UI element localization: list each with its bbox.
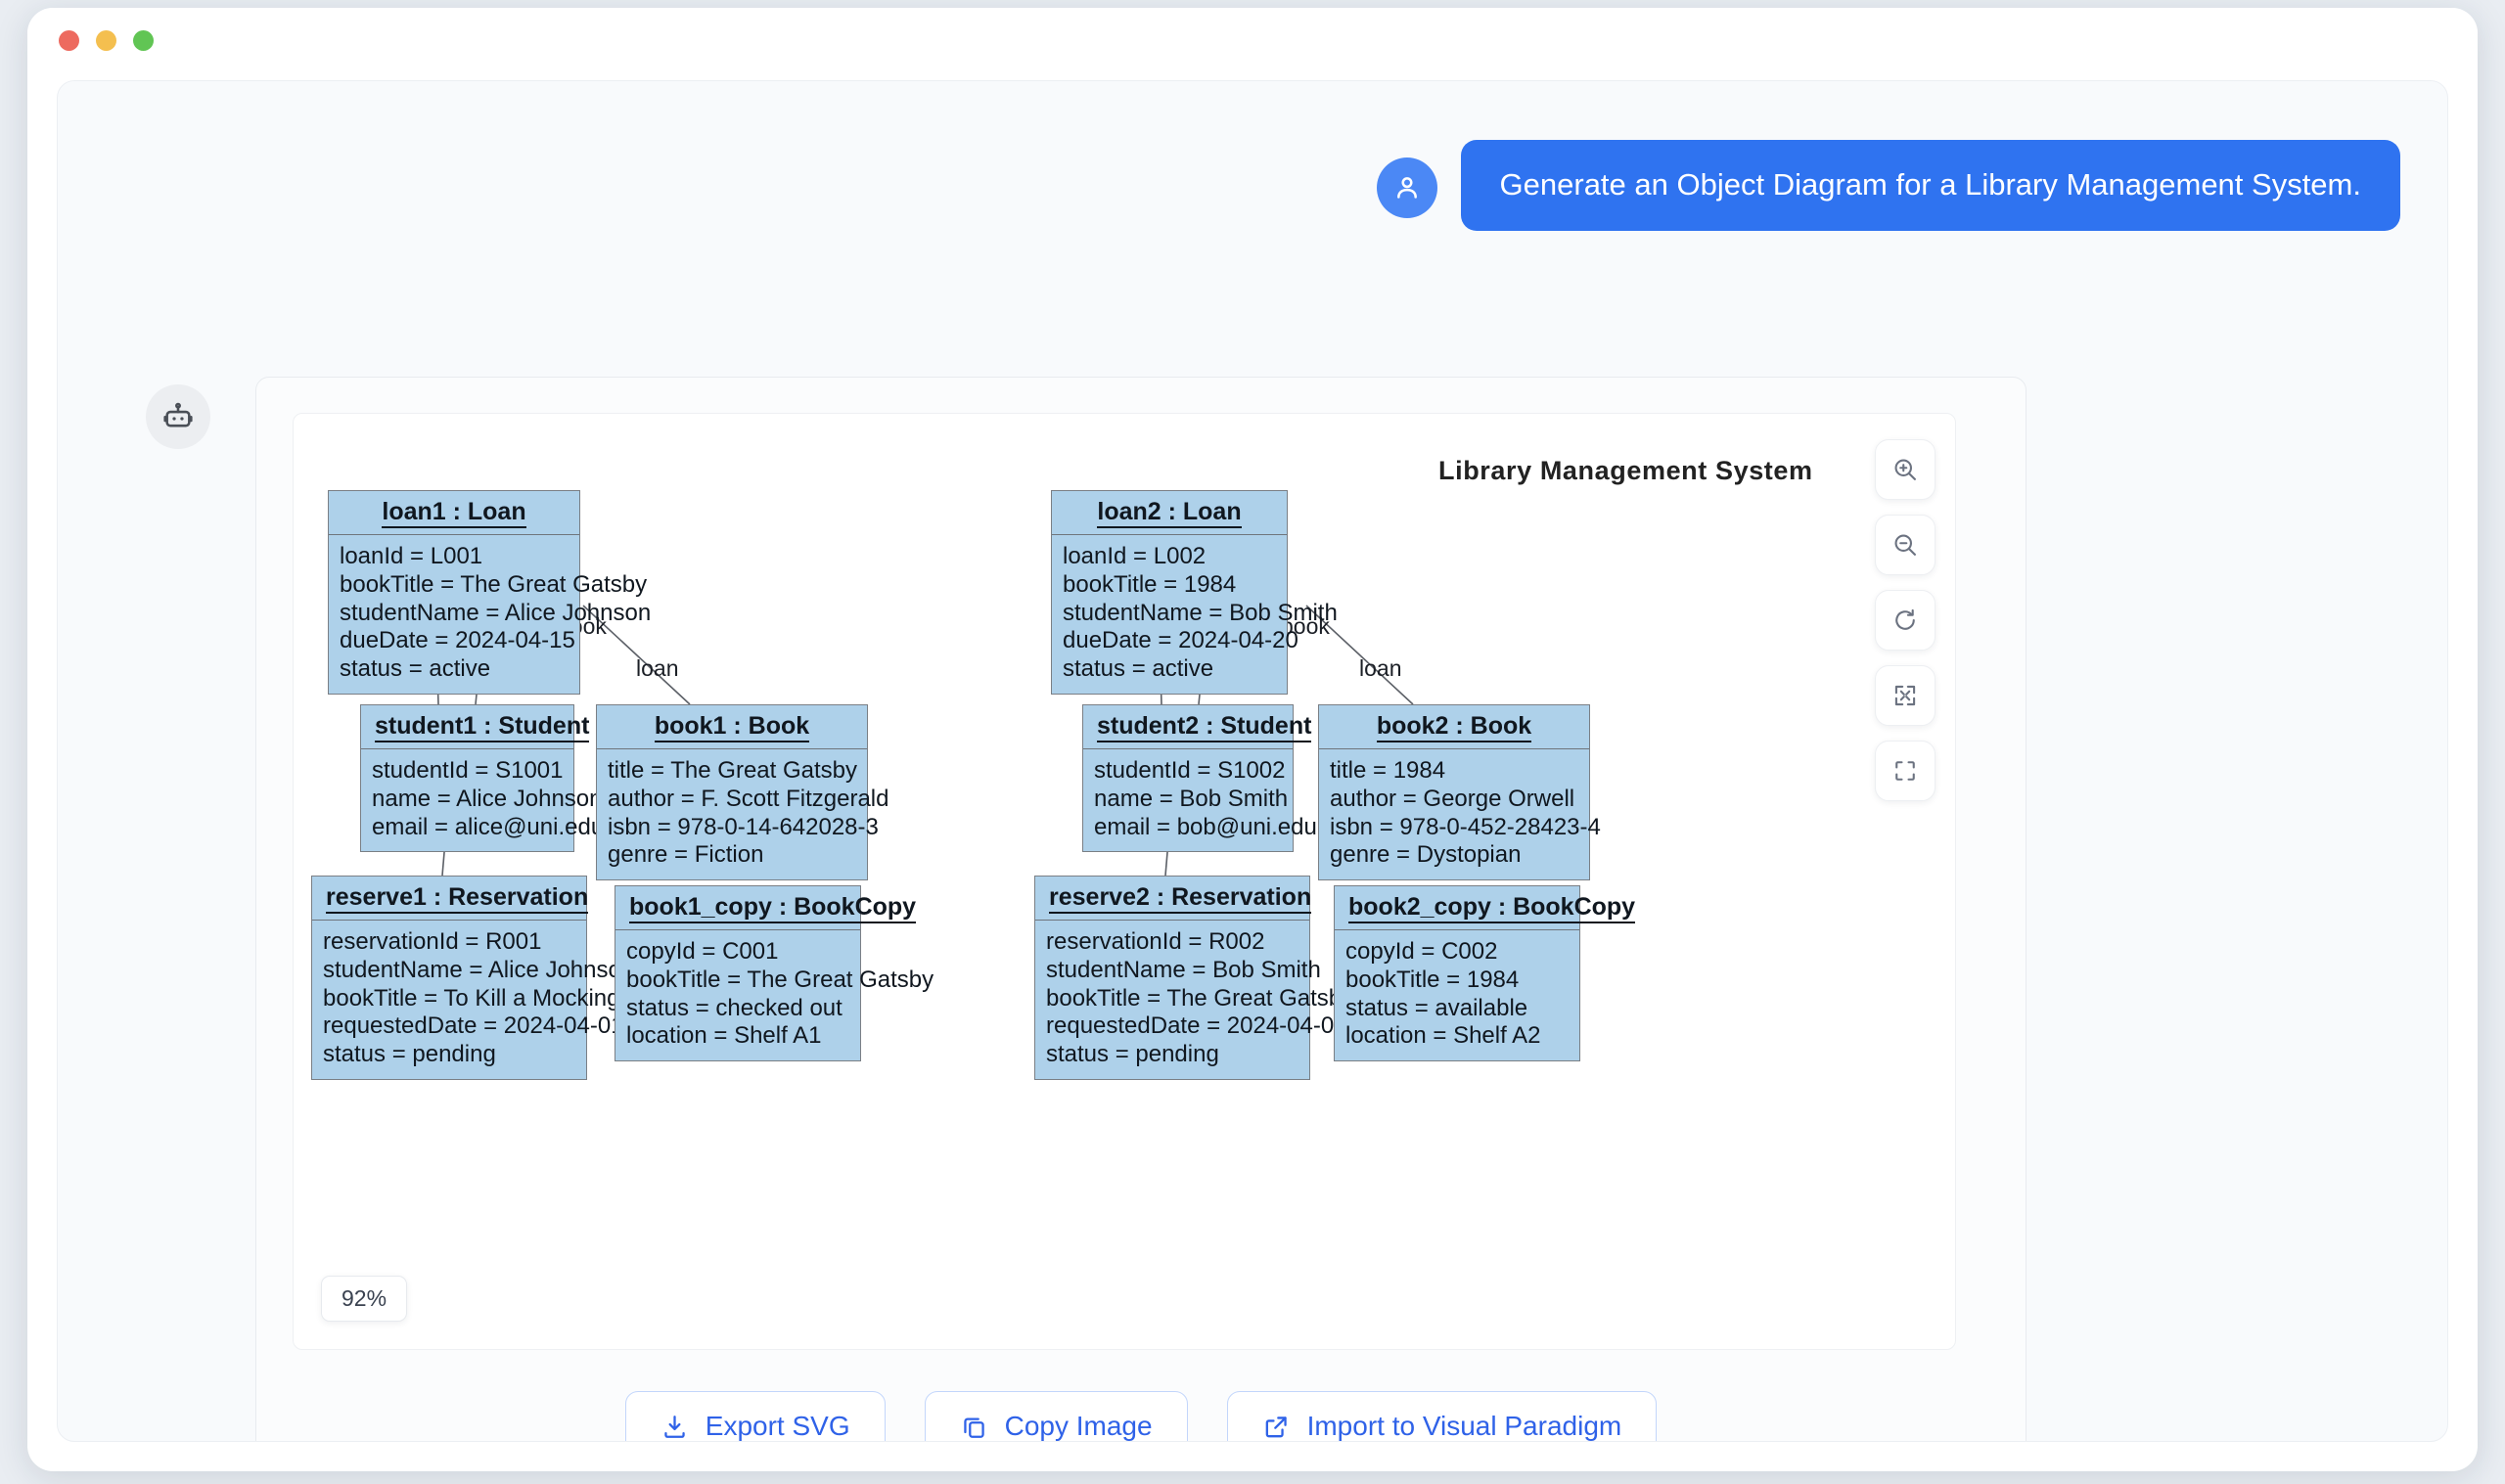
object-attributes: title = 1984 author = George Orwell isbn… xyxy=(1330,757,1601,869)
zoom-out-button[interactable] xyxy=(1875,515,1936,575)
export-svg-label: Export SVG xyxy=(705,1411,850,1441)
diagram-title: Library Management System xyxy=(1438,456,1813,485)
user-message-bubble: Generate an Object Diagram for a Library… xyxy=(1460,140,2400,231)
object-attributes: studentId = S1001 name = Alice Johnson e… xyxy=(372,757,605,840)
import-vp-label: Import to Visual Paradigm xyxy=(1306,1411,1622,1441)
object-attributes: loanId = L002 bookTitle = 1984 studentNa… xyxy=(1063,543,1338,683)
object-box-student1[interactable]: student1 : Student studentId = S1001 nam… xyxy=(360,704,605,853)
zoom-in-button[interactable] xyxy=(1875,439,1936,500)
fullscreen-button[interactable] xyxy=(1875,741,1936,801)
edge-label-loan2-loan-c: loan xyxy=(1359,655,1402,681)
assistant-diagram-card: Library Management System xyxy=(255,377,2027,1441)
diagram-canvas[interactable]: Library Management System xyxy=(293,413,1956,1350)
object-box-student2[interactable]: student2 : Student studentId = S1002 nam… xyxy=(1082,704,1317,853)
close-button[interactable] xyxy=(59,29,79,51)
zoom-controls xyxy=(1875,439,1936,801)
reset-icon xyxy=(1895,608,1915,630)
diagram-actions: Export SVG Copy Image Import to Vis xyxy=(256,1391,2026,1441)
object-header: loan1 : Loan xyxy=(329,491,579,535)
reset-button[interactable] xyxy=(1875,590,1936,651)
window-titlebar xyxy=(27,8,2478,72)
import-visual-paradigm-button[interactable]: Import to Visual Paradigm xyxy=(1226,1391,1658,1441)
object-box-loan2[interactable]: loan2 : Loan loanId = L002 bookTitle = 1… xyxy=(1051,490,1338,695)
fit-screen-button[interactable] xyxy=(1875,665,1936,726)
object-box-loan1[interactable]: loan1 : Loan loanId = L001 bookTitle = T… xyxy=(328,490,652,695)
export-svg-button[interactable]: Export SVG xyxy=(624,1391,886,1441)
object-box-reserve2[interactable]: reserve2 : Reservation reservationId = R… xyxy=(1034,876,1354,1080)
object-box-book1[interactable]: book1 : Book title = The Great Gatsby au… xyxy=(596,704,889,881)
object-box-reserve1[interactable]: reserve1 : Reservation reservationId = R… xyxy=(311,876,660,1080)
app-window: Generate an Object Diagram for a Library… xyxy=(27,8,2478,1471)
object-header: book1 : Book xyxy=(597,705,867,749)
object-header: book1_copy : BookCopy xyxy=(615,886,917,930)
object-attributes: loanId = L001 bookTitle = The Great Gats… xyxy=(340,543,652,683)
fit-screen-icon xyxy=(1894,685,1916,706)
copy-image-label: Copy Image xyxy=(1004,1411,1153,1441)
fullscreen-icon xyxy=(1895,761,1915,781)
chat-content: Generate an Object Diagram for a Library… xyxy=(57,80,2448,1442)
object-attributes: copyId = C001 bookTitle = The Great Gats… xyxy=(626,938,934,1050)
object-header: reserve1 : Reservation xyxy=(312,877,589,921)
edge-label-loan1-loan-c: loan xyxy=(636,655,679,681)
object-header: student1 : Student xyxy=(361,705,590,749)
object-attributes: copyId = C002 bookTitle = 1984 status = … xyxy=(1345,938,1541,1050)
object-header: student2 : Student xyxy=(1083,705,1312,749)
object-box-book2[interactable]: book2 : Book title = 1984 author = Georg… xyxy=(1318,704,1601,881)
copy-icon xyxy=(963,1417,984,1438)
zoom-in-icon xyxy=(1894,459,1916,480)
user-icon xyxy=(1396,177,1417,199)
object-attributes: reservationId = R001 studentName = Alice… xyxy=(323,928,660,1068)
user-message-row: Generate an Object Diagram for a Library… xyxy=(1376,140,2400,231)
assistant-avatar xyxy=(146,384,210,449)
user-avatar xyxy=(1376,157,1437,218)
object-attributes: reservationId = R002 studentName = Bob S… xyxy=(1046,928,1354,1068)
object-attributes: title = The Great Gatsby author = F. Sco… xyxy=(608,757,889,869)
minimize-button[interactable] xyxy=(96,29,116,51)
object-header: book2_copy : BookCopy xyxy=(1335,886,1636,930)
maximize-button[interactable] xyxy=(133,29,154,51)
zoom-out-icon xyxy=(1894,534,1916,556)
object-box-book2-copy[interactable]: book2_copy : BookCopy copyId = C002 book… xyxy=(1334,885,1636,1062)
object-header: reserve2 : Reservation xyxy=(1035,877,1312,921)
copy-image-button[interactable]: Copy Image xyxy=(924,1391,1188,1441)
download-icon xyxy=(664,1415,685,1438)
object-box-book1-copy[interactable]: book1_copy : BookCopy copyId = C001 book… xyxy=(615,885,934,1062)
object-attributes: studentId = S1002 name = Bob Smith email… xyxy=(1094,757,1317,840)
external-link-icon xyxy=(1265,1416,1287,1437)
robot-icon xyxy=(163,402,193,427)
object-header: loan2 : Loan xyxy=(1052,491,1287,535)
zoom-level-badge: 92% xyxy=(321,1276,408,1322)
object-header: book2 : Book xyxy=(1319,705,1589,749)
